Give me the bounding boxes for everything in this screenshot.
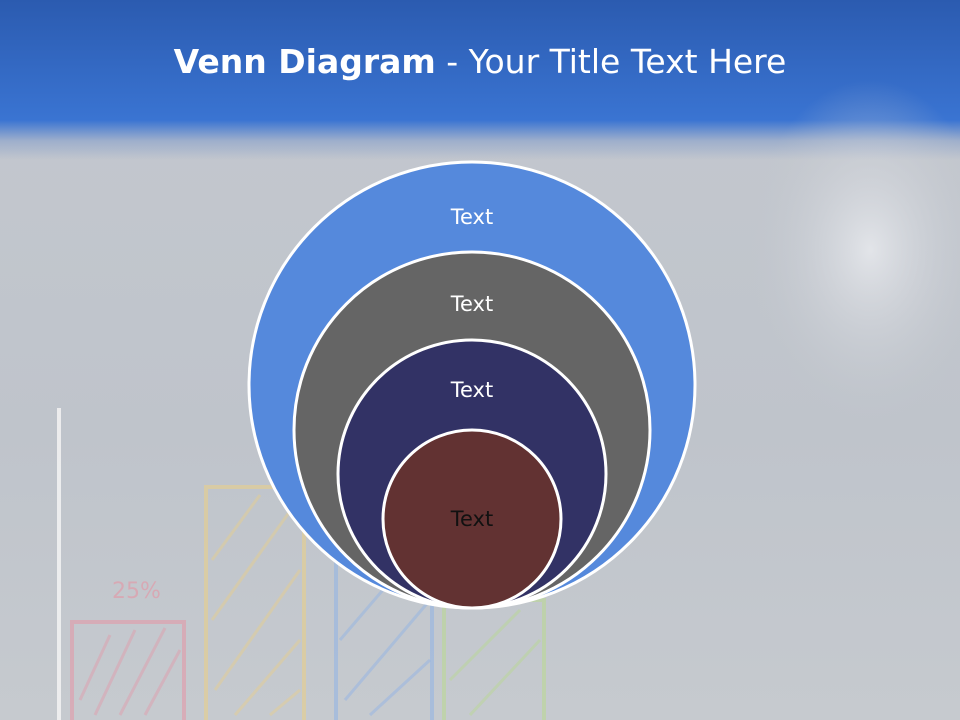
venn-circle-4-shape [381, 428, 563, 610]
slide-title: Venn Diagram - Your Title Text Here [0, 40, 960, 84]
sketch-bar-yellow [204, 485, 306, 720]
venn-circle-2-label: Text [450, 292, 493, 316]
slide-title-bold: Venn Diagram [173, 42, 436, 81]
background-light-glow [750, 80, 960, 420]
sketch-bar-red [70, 620, 186, 720]
sketch-label-25: 25% [112, 579, 161, 604]
venn-circle-1-label: Text [450, 205, 493, 229]
venn-circle-4[interactable]: Text [381, 428, 563, 610]
venn-circle-4-label: Text [450, 507, 493, 531]
slide-title-rest: - Your Title Text Here [435, 42, 787, 81]
venn-circle-3-label: Text [450, 378, 493, 402]
